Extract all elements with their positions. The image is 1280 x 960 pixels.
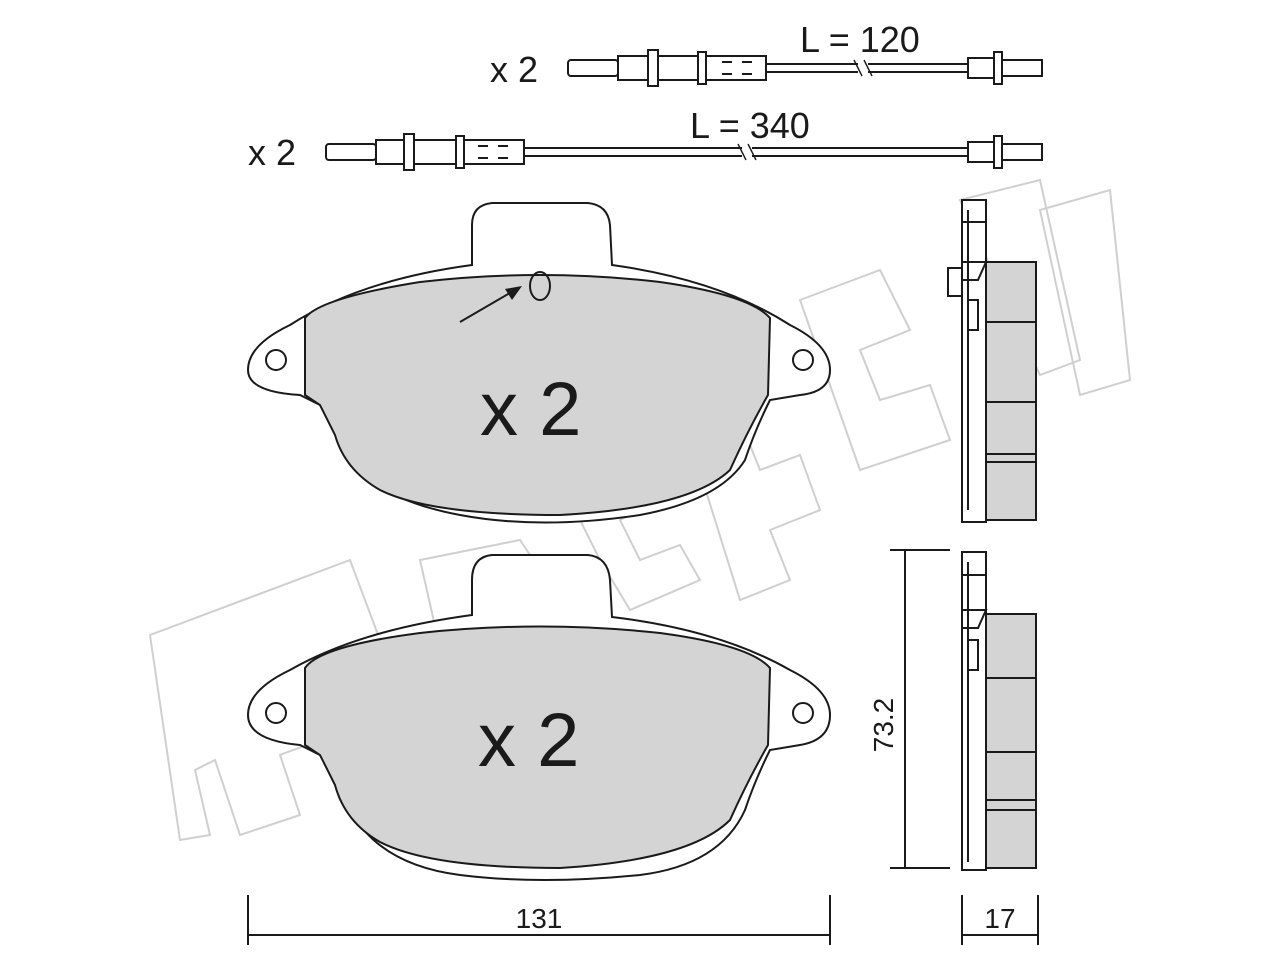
- dimension-width-value: 131: [516, 903, 563, 934]
- pad-top-side-view: [947, 199, 1037, 523]
- pad-top-sensor-socket: [529, 271, 551, 301]
- dimension-height: 73.2: [868, 549, 950, 869]
- pad-bottom-side-view: [961, 551, 1037, 871]
- dimension-thickness-value: 17: [984, 903, 1015, 934]
- sensor-long-length: L = 340: [690, 105, 810, 146]
- brake-pad-bottom: x 2: [246, 554, 832, 881]
- pad-top-quantity: x 2: [480, 367, 581, 452]
- wear-sensor-long: x 2 L = 340: [248, 105, 1043, 173]
- pad-top-side-friction: [985, 261, 1037, 521]
- pad-bottom-quantity: x 2: [478, 698, 579, 783]
- pad-top-friction-material: [304, 274, 772, 517]
- brake-pad-top: x 2: [246, 202, 832, 524]
- pad-bottom-left-hole: [265, 702, 287, 724]
- pad-bottom-side-friction: [985, 613, 1037, 869]
- pad-top-sensor-arrow: [459, 289, 516, 323]
- dimension-height-value: 73.2: [868, 698, 899, 753]
- pad-bottom-friction-material: [304, 625, 772, 870]
- sensor-long-quantity: x 2: [248, 132, 296, 173]
- pad-top-arrow-head: [505, 286, 522, 300]
- sensor-short-length: L = 120: [800, 19, 920, 60]
- pad-top-left-hole: [265, 349, 287, 371]
- pad-top-right-hole: [792, 349, 814, 371]
- dimension-width: 131: [247, 895, 831, 945]
- sensor-short-quantity: x 2: [490, 49, 538, 90]
- dimension-thickness: 17: [961, 895, 1039, 945]
- wear-sensor-short: x 2 L = 120: [490, 19, 1043, 90]
- pad-bottom-right-hole: [792, 702, 814, 724]
